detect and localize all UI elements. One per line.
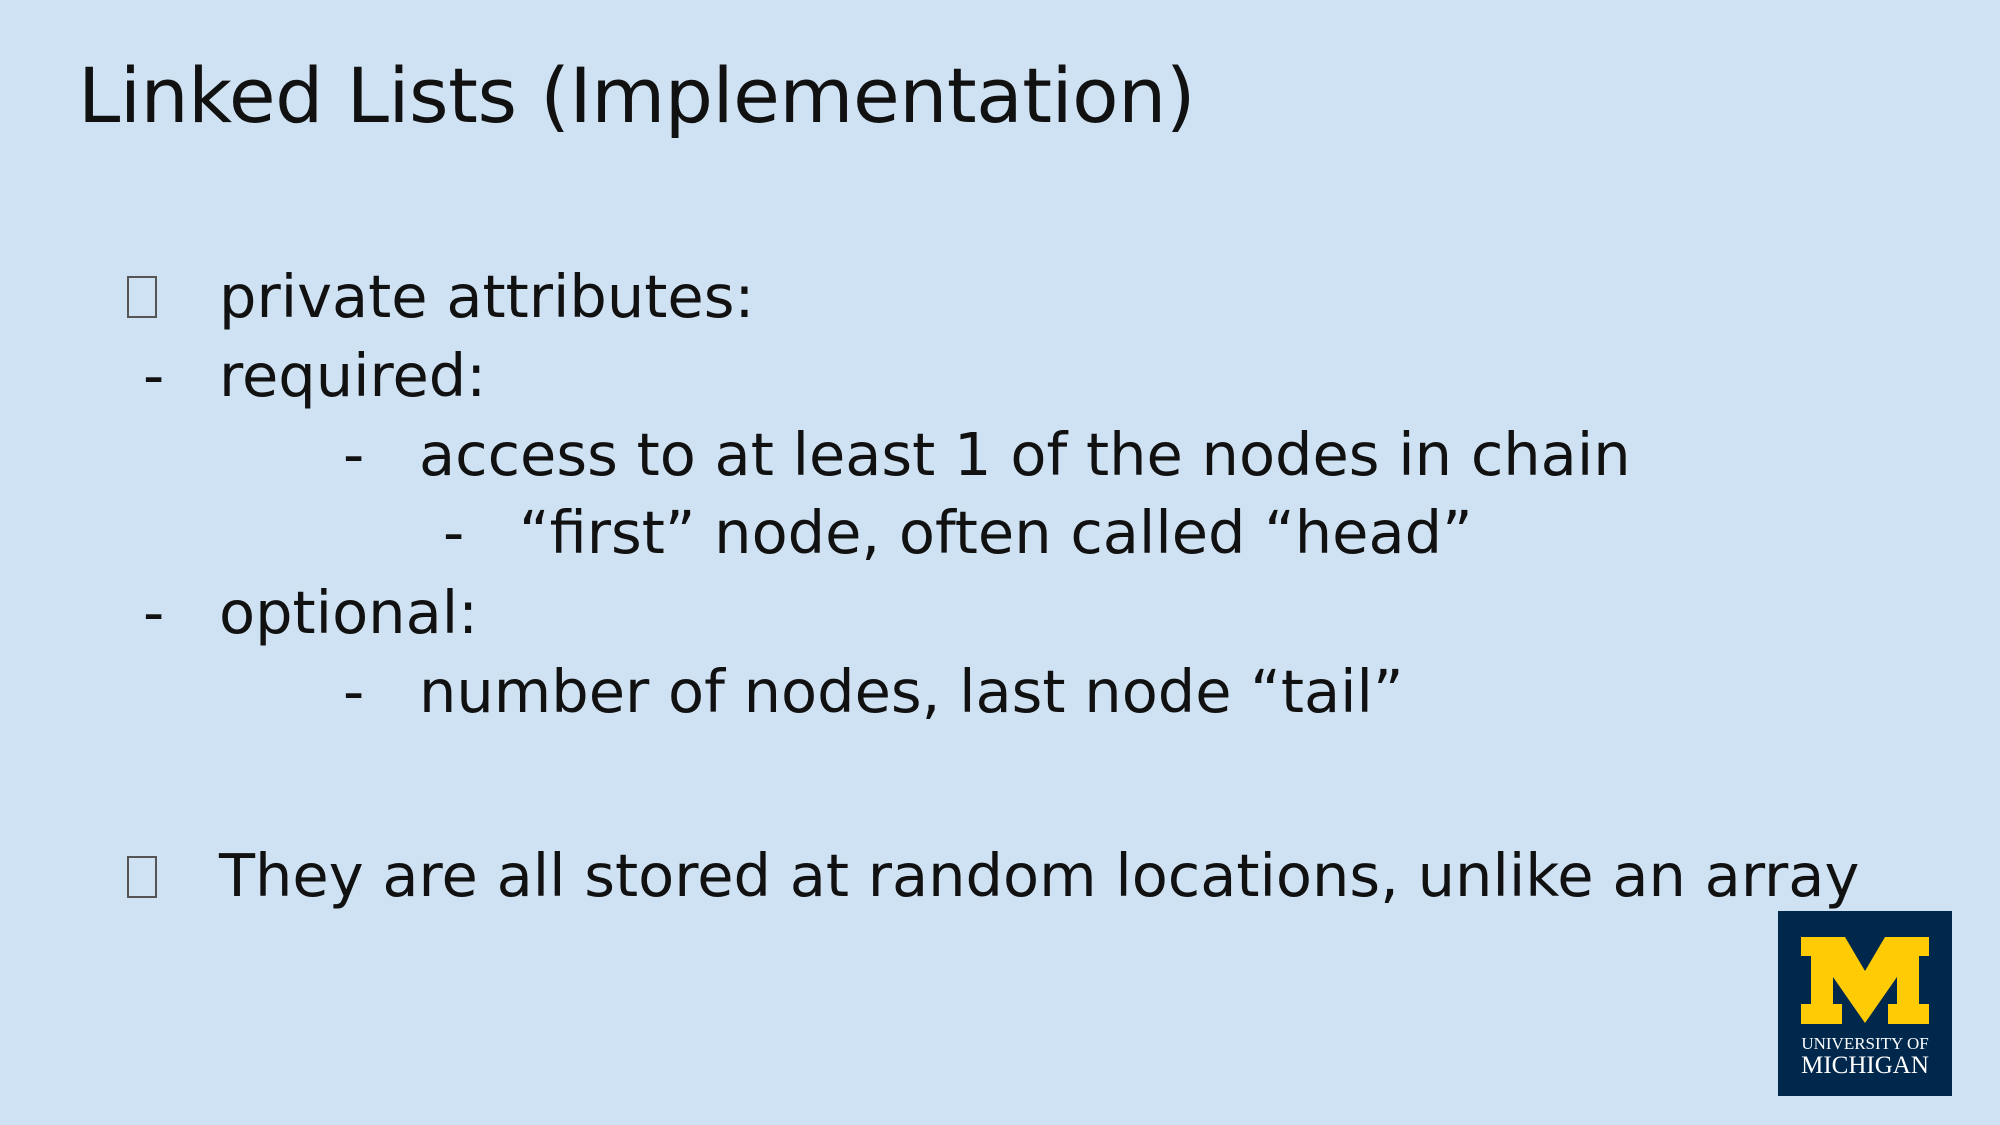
bullet-first-node-head: “first” node, often called “head” bbox=[519, 498, 1473, 567]
bullet-private-attributes: private attributes: bbox=[219, 262, 755, 331]
bullet-dash-icon: - bbox=[443, 498, 465, 567]
bullet-dash-icon: - bbox=[143, 341, 165, 410]
logo-line-2: MICHIGAN bbox=[1801, 1052, 1929, 1079]
bullet-box-icon bbox=[127, 856, 157, 898]
slide-title: Linked Lists (Implementation) bbox=[78, 51, 1195, 140]
bullet-dash-icon: - bbox=[343, 420, 365, 489]
university-of-michigan-logo: UNIVERSITY OF MICHIGAN bbox=[1778, 911, 1952, 1096]
bullet-required: required: bbox=[219, 341, 487, 410]
bullet-optional: optional: bbox=[219, 578, 478, 647]
bullet-number-of-nodes: number of nodes, last node “tail” bbox=[419, 657, 1404, 726]
logo-line-1: UNIVERSITY OF bbox=[1801, 1034, 1929, 1053]
bullet-dash-icon: - bbox=[143, 578, 165, 647]
bullet-random-locations: They are all stored at random locations,… bbox=[219, 841, 1860, 910]
bullet-access-node: access to at least 1 of the nodes in cha… bbox=[419, 420, 1631, 489]
bullet-box-icon bbox=[127, 276, 157, 318]
bullet-dash-icon: - bbox=[343, 657, 365, 726]
block-m-icon bbox=[1801, 937, 1929, 1024]
